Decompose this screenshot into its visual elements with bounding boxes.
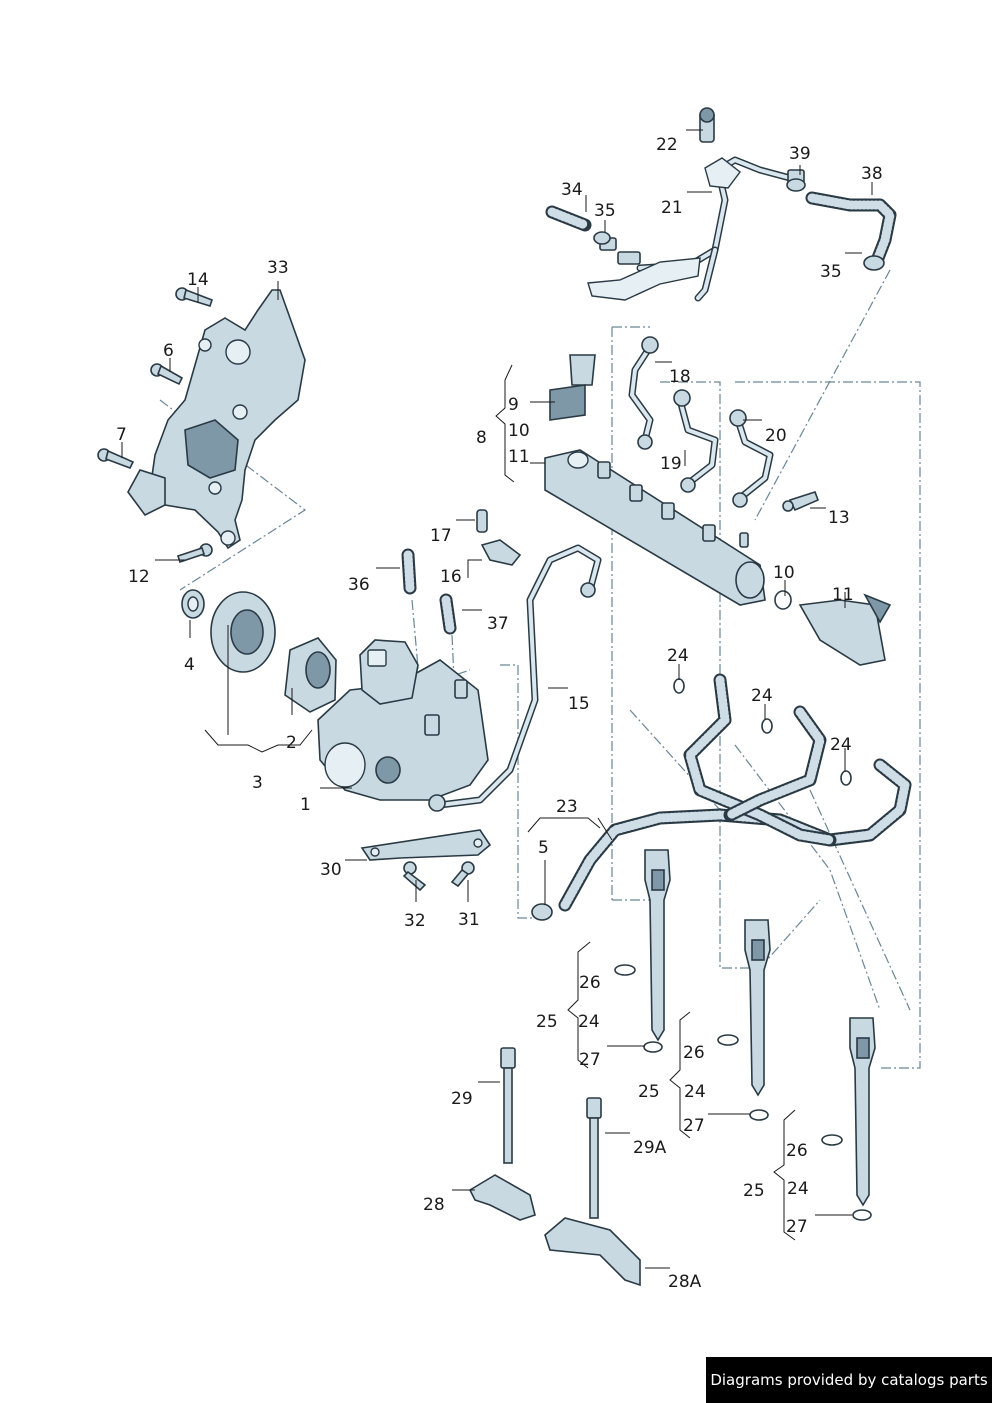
callout-24-hose-3: 24 — [830, 735, 852, 755]
callout-20: 20 — [765, 426, 787, 446]
callout-27-injector-1: 27 — [579, 1050, 601, 1070]
callout-24-injector-1: 24 — [578, 1012, 600, 1032]
callout-11: 11 — [832, 585, 854, 605]
callout-1: 1 — [300, 795, 311, 815]
injector-pipes — [628, 336, 820, 512]
return-line-assembly — [587, 107, 805, 302]
callout-15: 15 — [568, 694, 590, 714]
callout-16: 16 — [440, 567, 462, 587]
callout-25-injector-1: 25 — [536, 1012, 558, 1032]
pump-support-30 — [360, 829, 492, 892]
callout-26-injector-1: 26 — [579, 973, 601, 993]
callout-4: 4 — [184, 655, 195, 675]
callout-29a: 29A — [633, 1138, 667, 1158]
callout-18: 18 — [669, 367, 691, 387]
callout-21: 21 — [661, 198, 683, 218]
leak-off-hoses — [531, 673, 912, 921]
callout-13: 13 — [828, 508, 850, 528]
callout-31: 31 — [458, 910, 480, 930]
callout-28a: 28A — [668, 1272, 702, 1292]
callout-17: 17 — [430, 526, 452, 546]
callout-30: 30 — [320, 860, 342, 880]
callout-35-right: 35 — [820, 262, 842, 282]
callout-29: 29 — [451, 1089, 473, 1109]
callout-14: 14 — [187, 270, 209, 290]
hose-38 — [786, 178, 897, 271]
callout-22: 22 — [656, 135, 678, 155]
callout-35-left: 35 — [594, 201, 616, 221]
sleeves-and-clamp — [401, 509, 522, 635]
callout-36: 36 — [348, 575, 370, 595]
fuel-rail-assembly — [544, 354, 892, 666]
callout-34: 34 — [561, 180, 583, 200]
callout-9: 9 — [508, 395, 519, 415]
hose-34 — [545, 205, 611, 245]
callout-33: 33 — [267, 258, 289, 278]
callout-26-injector-3: 26 — [786, 1141, 808, 1161]
callout-39: 39 — [789, 144, 811, 164]
callout-7: 7 — [116, 425, 127, 445]
callout-12: 12 — [128, 567, 150, 587]
callout-24-hose-2: 24 — [751, 686, 773, 706]
footer-credit: Diagrams provided by catalogs parts — [706, 1357, 992, 1403]
callout-37: 37 — [487, 614, 509, 634]
callout-3: 3 — [252, 773, 263, 793]
callout-2: 2 — [286, 733, 297, 753]
injector-2 — [717, 919, 771, 1121]
injector-1 — [614, 849, 671, 1053]
callout-8: 8 — [476, 428, 487, 448]
leader-lines — [121, 129, 873, 1269]
pump-bracket-33 — [127, 289, 306, 550]
callout-24-hose-1: 24 — [667, 646, 689, 666]
callout-11-rail: 11 — [508, 447, 530, 467]
callout-25-injector-2: 25 — [638, 1082, 660, 1102]
high-pressure-line-15 — [428, 544, 602, 812]
callout-5: 5 — [538, 838, 549, 858]
callout-10-rail: 10 — [508, 421, 530, 441]
injector-3 — [821, 1017, 876, 1221]
callout-10: 10 — [773, 563, 795, 583]
callout-27-injector-2: 27 — [683, 1116, 705, 1136]
pump-gear — [181, 589, 337, 713]
high-pressure-pump — [317, 639, 489, 801]
injector-clamps — [468, 1047, 641, 1287]
callout-24-injector-2: 24 — [684, 1082, 706, 1102]
callout-6: 6 — [163, 341, 174, 361]
callout-28: 28 — [423, 1195, 445, 1215]
callout-24-injector-3: 24 — [787, 1179, 809, 1199]
callout-19: 19 — [660, 454, 682, 474]
callout-labels: 1 2 3 4 5 6 7 8 9 10 10 11 11 12 13 14 1… — [116, 135, 883, 1292]
callout-32: 32 — [404, 911, 426, 931]
callout-25-injector-3: 25 — [743, 1181, 765, 1201]
callout-38: 38 — [861, 164, 883, 184]
callout-26-injector-2: 26 — [683, 1043, 705, 1063]
callout-23: 23 — [556, 797, 578, 817]
callout-27-injector-3: 27 — [786, 1217, 808, 1237]
